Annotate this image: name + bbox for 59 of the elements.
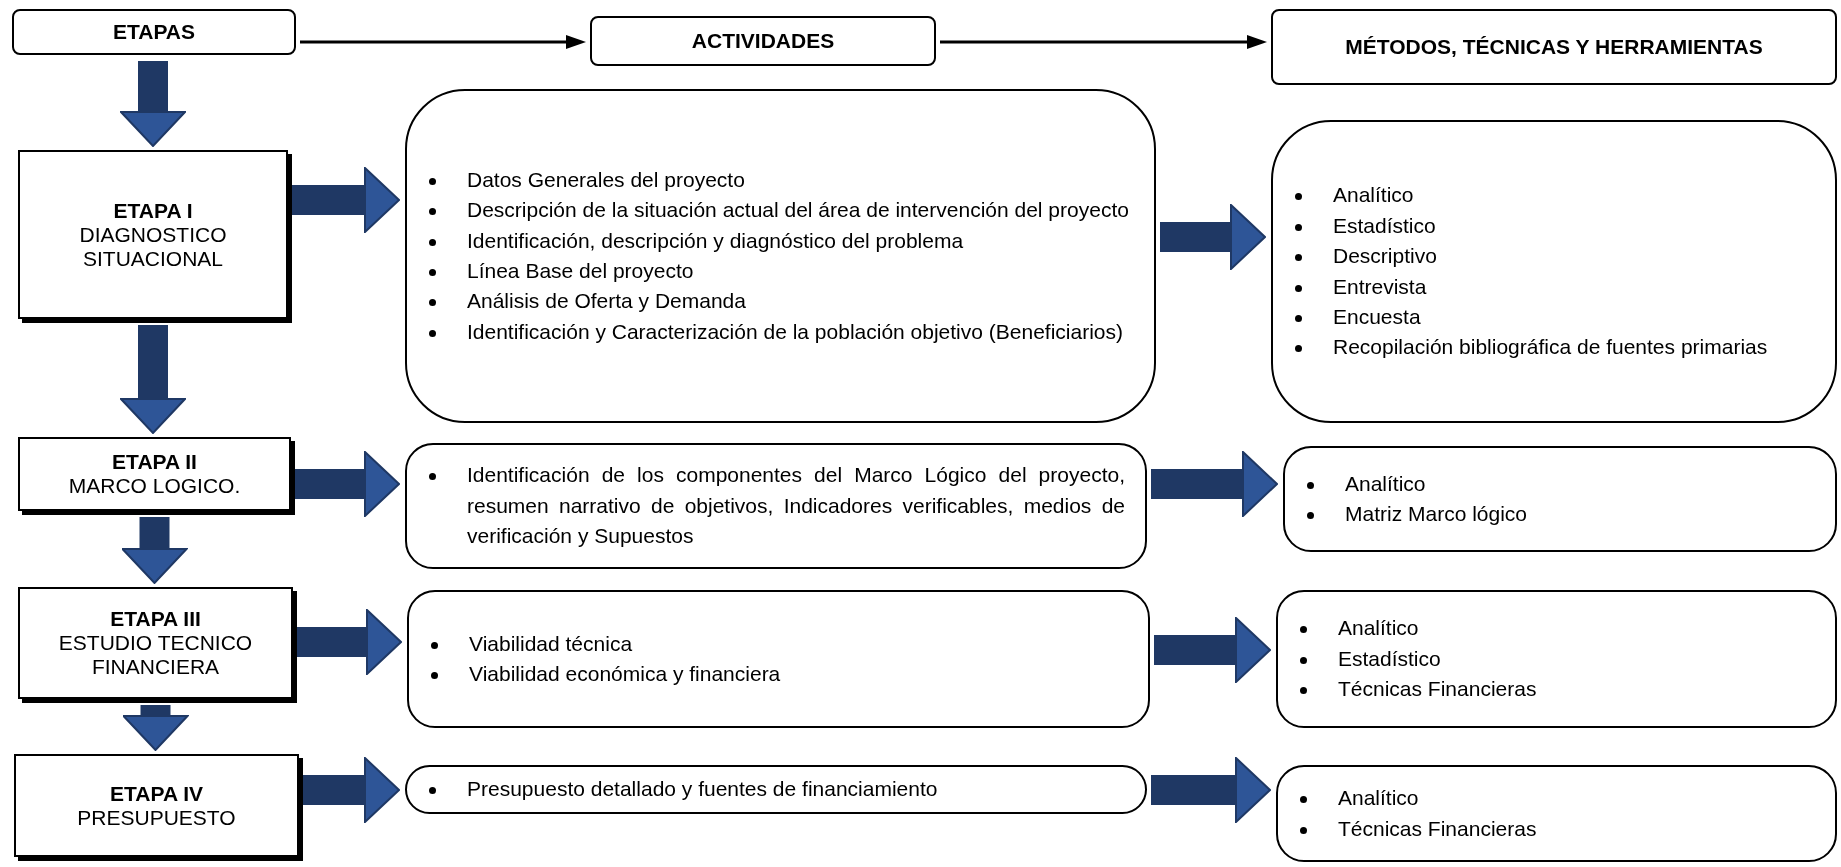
stage-name: MARCO LOGICO.	[68, 474, 241, 498]
stage-title: ETAPA IV	[110, 781, 203, 806]
header-box	[12, 9, 296, 55]
stage-title: ETAPA I	[113, 198, 193, 223]
block-arrow	[292, 167, 400, 233]
stage-title: ETAPA III	[110, 607, 201, 631]
block-arrow	[120, 61, 186, 147]
block-arrow	[1160, 204, 1266, 270]
block-arrow	[295, 451, 400, 517]
list-item: Identificación, descripción y diagnóstico del problema	[467, 227, 965, 254]
activity-box	[405, 765, 1147, 814]
list-item: Línea Base del proyecto	[467, 258, 695, 284]
stage-name: PRESUPUESTO	[77, 805, 236, 830]
list-item: Matriz Marco lógico	[1345, 501, 1529, 527]
list-item: Entrevista	[1333, 273, 1428, 300]
block-arrow	[120, 325, 186, 434]
list-item: Analítico	[1333, 182, 1415, 209]
column-heading: MÉTODOS, TÉCNICAS Y HERRAMIENTAS	[1345, 35, 1763, 59]
list-item: Encuesta	[1333, 303, 1422, 330]
stage-name: DIAGNOSTICO SITUACIONAL	[78, 222, 228, 271]
header-box	[590, 16, 936, 66]
header-box	[1271, 9, 1837, 85]
list-item: Técnicas Financieras	[1338, 676, 1538, 703]
block-arrow	[1151, 757, 1271, 823]
list-item: Descriptivo	[1333, 243, 1438, 270]
activity-box	[1276, 765, 1837, 862]
list-item: Analítico	[1338, 615, 1420, 642]
list-item: Analítico	[1345, 470, 1427, 497]
list-item: Técnicas Financieras	[1338, 815, 1538, 842]
list-item: Viabilidad económica y financiera	[469, 661, 782, 687]
list-item: Presupuesto detallado y fuentes de financiamiento	[467, 776, 939, 803]
activity-box	[1283, 446, 1837, 552]
arrow	[940, 35, 1267, 49]
list-item: Recopilación bibliográfica de fuentes primarias	[1333, 334, 1769, 361]
list-item: Identificación y Caracterización de la población objetivo (Beneficiarios)	[467, 318, 1124, 345]
activity-box	[1271, 120, 1837, 423]
list-item: Descripción de la situación actual del área de intervención del proyecto	[467, 197, 1130, 224]
activity-box	[1276, 590, 1837, 728]
stage-title: ETAPA II	[112, 450, 197, 474]
block-arrow	[303, 757, 400, 823]
stage-name: ESTUDIO TECNICO FINANCIERA	[57, 631, 254, 679]
list-item: Identificación de los componentes del Marco Lógico del proyecto, resumen narrativo de objetivos, Indicadores verificables, medios de verificación y Supuestos	[467, 462, 1125, 550]
column-heading: ACTIVIDADES	[691, 29, 835, 53]
block-arrow	[122, 705, 189, 751]
list-item: Análisis de Oferta y Demanda	[467, 288, 747, 315]
list-item: Analítico	[1338, 785, 1420, 812]
block-arrow	[1151, 451, 1278, 517]
block-arrow	[1154, 617, 1271, 683]
list-item: Datos Generales del proyecto	[467, 166, 746, 193]
block-arrow	[121, 517, 188, 584]
activity-box	[405, 89, 1156, 423]
arrow	[300, 35, 586, 49]
list-item: Viabilidad técnica	[469, 630, 634, 657]
column-heading: ETAPAS	[112, 20, 196, 44]
block-arrow	[297, 609, 402, 675]
list-item: Estadístico	[1333, 212, 1437, 239]
activity-box	[405, 443, 1147, 569]
list-item: Estadístico	[1338, 645, 1442, 672]
activity-box	[407, 590, 1150, 728]
